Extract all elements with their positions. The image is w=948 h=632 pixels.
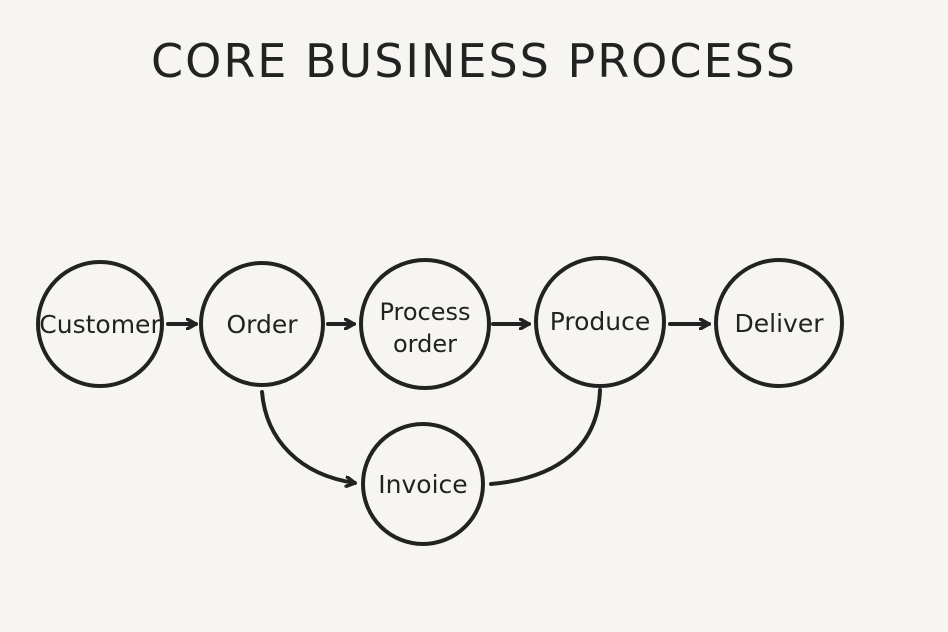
node-deliver: Deliver [714, 258, 844, 388]
node-invoice-label: Invoice [378, 470, 467, 499]
node-deliver-circle [714, 258, 844, 388]
node-customer-label: Customer [39, 310, 161, 339]
node-produce-label: Produce [550, 307, 651, 336]
node-deliver-label: Deliver [735, 309, 825, 338]
connector-invoice-to-produce [489, 388, 602, 486]
node-process-order-circle [359, 258, 491, 390]
node-order-label: Order [226, 310, 298, 339]
node-invoice-circle [361, 422, 485, 546]
node-customer: Customer [36, 260, 164, 388]
node-order-circle [199, 261, 325, 387]
diagram-title: CORE BUSINESS PROCESS [151, 34, 797, 88]
node-produce: Produce [534, 256, 666, 388]
node-process-order-label-line1: Process [379, 298, 470, 326]
node-process-order: Process order [359, 258, 491, 390]
node-customer-circle [36, 260, 164, 388]
arrow-order-to-invoice [260, 390, 357, 483]
node-process-order-label-line2: order [393, 330, 457, 358]
node-invoice: Invoice [361, 422, 485, 546]
node-produce-circle [534, 256, 666, 388]
node-order: Order [199, 261, 325, 387]
